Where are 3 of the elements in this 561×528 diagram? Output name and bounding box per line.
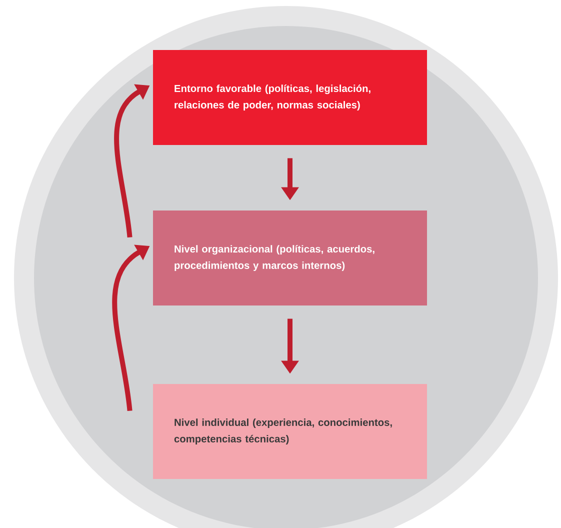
level-box: Nivel individual (experiencia, conocimientos, competencias técnicas) [153, 384, 427, 479]
level-box: Nivel organizacional (políticas, acuerdos, procedimientos y marcos internos) [153, 210, 427, 306]
level-box: Entorno favorable (políticas, legislación, relaciones de poder, normas sociales) [153, 50, 427, 145]
